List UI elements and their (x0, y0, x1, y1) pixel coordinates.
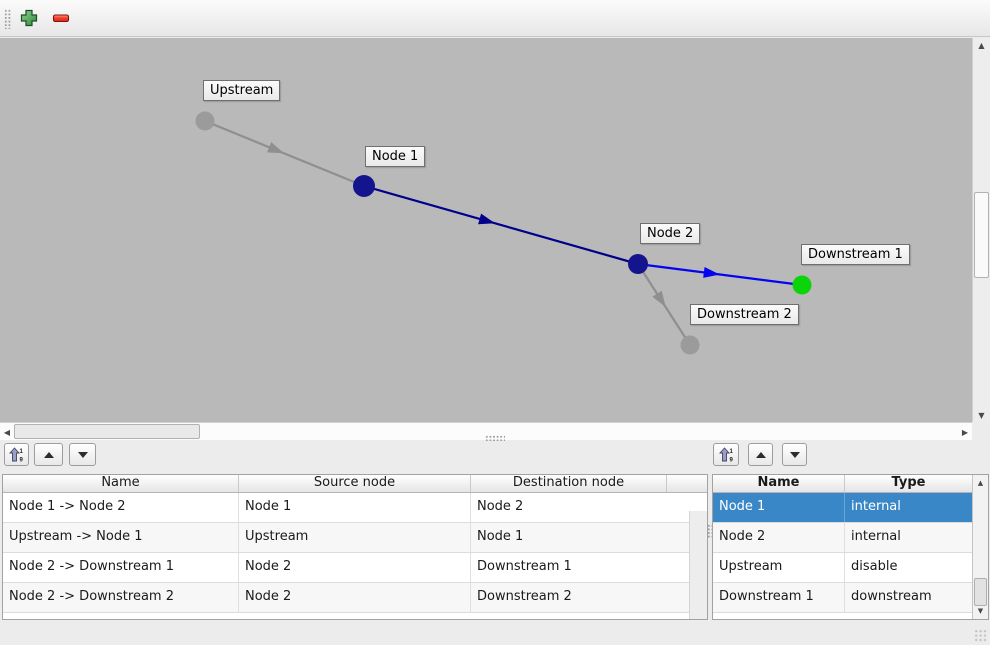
svg-text:9: 9 (20, 457, 24, 463)
node-row-0[interactable]: Node 1 internal (713, 493, 972, 523)
node-row-2[interactable]: Upstream disable (713, 553, 972, 583)
header-name[interactable]: Name (713, 475, 845, 492)
cell-type: downstream (851, 589, 932, 604)
node-row-3[interactable]: Downstream 1 downstream (713, 583, 972, 613)
cell-source: Upstream (239, 523, 471, 552)
edge-arrow-icon (478, 213, 495, 225)
node-circle-downstream-1[interactable] (792, 275, 812, 295)
graph-svg (195, 111, 812, 355)
move-node-up-button[interactable] (748, 443, 773, 466)
node-label-node-2: Node 2 (640, 223, 701, 244)
scrollbar-corner (972, 422, 990, 440)
edge-arrow-icon (652, 290, 666, 308)
splitter-handle-horizontal[interactable] (485, 435, 505, 441)
sort-icon: 1 9 (718, 446, 733, 463)
connections-table-header: Name Source node Destination node (3, 475, 707, 493)
svg-text:1: 1 (729, 449, 733, 455)
node-label-downstream-2: Downstream 2 (690, 304, 799, 325)
svg-text:9: 9 (729, 457, 733, 463)
main-toolbar (0, 0, 990, 37)
cell-type: internal (851, 529, 901, 544)
cell-destination: Node 1 (477, 529, 524, 544)
connection-row[interactable]: Upstream -> Node 1 Upstream Node 1 (3, 523, 689, 553)
vscroll-thumb[interactable] (974, 192, 989, 278)
node-label-downstream-1: Downstream 1 (801, 244, 910, 265)
down-triangle-icon (77, 451, 88, 458)
sort-nodes-button[interactable]: 1 9 (713, 443, 739, 466)
scroll-down-button[interactable]: ▼ (978, 410, 985, 420)
minus-icon (52, 13, 70, 22)
header-destination-node[interactable]: Destination node (471, 475, 667, 492)
sort-icon: 1 9 (9, 446, 24, 463)
cell-name: Node 2 -> Downstream 2 (3, 583, 239, 612)
cell-type: disable (851, 559, 898, 574)
hscroll-thumb[interactable] (14, 424, 200, 439)
node-circle-node-2[interactable] (628, 254, 648, 274)
add-button[interactable] (16, 6, 42, 32)
connections-vscroll-track[interactable] (689, 511, 707, 619)
scroll-left-button[interactable]: ◀ (3, 427, 11, 437)
cell-source: Node 2 (239, 553, 471, 582)
sort-connections-button[interactable]: 1 9 (4, 443, 29, 466)
plus-icon (20, 9, 38, 26)
cell-destination: Node 2 (477, 499, 524, 514)
connection-row[interactable]: Node 2 -> Downstream 2 Node 2 Downstream… (3, 583, 689, 613)
header-source-node[interactable]: Source node (239, 475, 471, 492)
scroll-up-button[interactable]: ▲ (978, 40, 985, 50)
scroll-down-button[interactable]: ▼ (977, 607, 984, 615)
up-triangle-icon (43, 451, 54, 458)
edge-node-1-node-2[interactable] (363, 184, 639, 266)
nodes-table-header: Name Type (713, 475, 972, 493)
svg-text:1: 1 (20, 449, 24, 455)
canvas-vscrollbar[interactable]: ▲ ▼ (972, 38, 990, 422)
splitter-handle-vertical[interactable] (707, 524, 712, 538)
cell-name: Downstream 1 (713, 583, 845, 612)
connection-row[interactable]: Node 1 -> Node 2 Node 1 Node 2 (3, 493, 689, 523)
nodes-table: Name Type Node 1 internal Node 2 interna… (712, 474, 989, 620)
edge-arrow-icon (703, 266, 720, 278)
canvas-hscrollbar[interactable]: ◀ ▶ (0, 422, 972, 440)
node-circle-upstream[interactable] (195, 111, 215, 131)
connections-table: Name Source node Destination node Node 1… (2, 474, 708, 620)
cell-destination: Downstream 2 (477, 589, 572, 604)
cell-name: Node 1 (713, 493, 845, 522)
edge-arrow-icon (267, 142, 284, 154)
edge-upstream-node-1[interactable] (204, 119, 365, 188)
cell-name: Node 2 (713, 523, 845, 552)
move-connection-down-button[interactable] (69, 443, 96, 466)
header-name[interactable]: Name (3, 475, 239, 492)
cell-source: Node 2 (239, 583, 471, 612)
cell-destination: Downstream 1 (477, 559, 572, 574)
connection-row[interactable]: Node 2 -> Downstream 1 Node 2 Downstream… (3, 553, 689, 583)
scroll-right-button[interactable]: ▶ (961, 427, 969, 437)
cell-type: internal (851, 499, 901, 514)
cell-name: Upstream (713, 553, 845, 582)
nodes-vscrollbar[interactable]: ▲ ▼ (972, 475, 988, 619)
down-triangle-icon (789, 451, 800, 458)
move-connection-up-button[interactable] (34, 443, 63, 466)
toolbar-drag-handle[interactable] (4, 9, 11, 29)
vscroll-thumb[interactable] (974, 578, 987, 606)
node-label-upstream: Upstream (203, 80, 281, 101)
cell-name: Node 2 -> Downstream 1 (3, 553, 239, 582)
node-circle-node-1[interactable] (353, 175, 375, 197)
up-triangle-icon (755, 451, 766, 458)
header-type[interactable]: Type (891, 475, 926, 490)
header-stub (667, 475, 707, 492)
move-node-down-button[interactable] (782, 443, 807, 466)
cell-source: Node 1 (239, 493, 471, 522)
node-row-1[interactable]: Node 2 internal (713, 523, 972, 553)
cell-name: Upstream -> Node 1 (3, 523, 239, 552)
window-resize-grip[interactable] (974, 629, 987, 642)
node-circle-downstream-2[interactable] (680, 335, 700, 355)
cell-name: Node 1 -> Node 2 (3, 493, 239, 522)
remove-button[interactable] (48, 6, 74, 32)
edge-node-2-downstream-1[interactable] (637, 262, 803, 287)
scroll-up-button[interactable]: ▲ (977, 479, 984, 487)
node-label-node-1: Node 1 (365, 146, 426, 167)
